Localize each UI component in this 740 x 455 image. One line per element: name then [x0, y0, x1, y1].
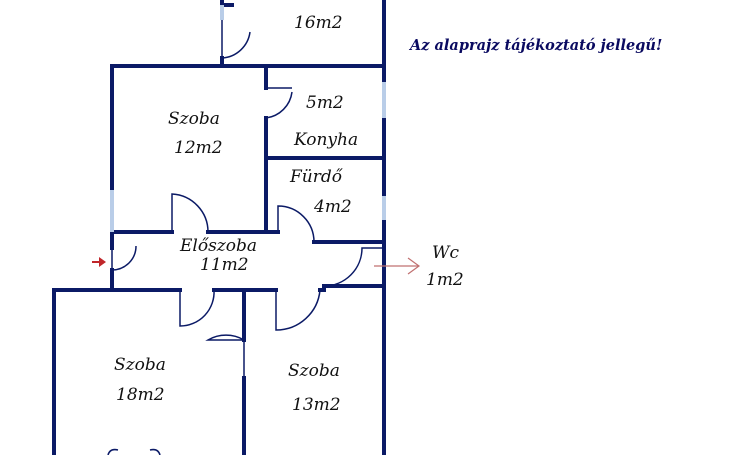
wc-name: Wc: [432, 243, 459, 263]
wc-arrow: [374, 257, 421, 275]
wc-arrow-head: [407, 257, 421, 275]
wc-area: 1m2: [426, 270, 464, 290]
door-swing: [265, 87, 293, 119]
kitchen-name: Konyha: [293, 130, 358, 150]
walls: [52, 0, 386, 455]
door-swing: [107, 448, 161, 455]
door-swing: [111, 245, 137, 271]
top-room-area: 16m2: [294, 13, 343, 33]
disclaimer-note: Az alaprajz tájékoztató jellegű!: [408, 37, 662, 54]
door-swing: [205, 334, 245, 378]
windows: [110, 5, 386, 232]
door-swing: [275, 289, 321, 331]
room-large-name: Szoba: [114, 355, 166, 375]
hall-area: 11m2: [200, 255, 249, 275]
room-small-name: Szoba: [168, 109, 220, 129]
hall-name: Előszoba: [179, 236, 257, 256]
door-swing: [221, 20, 251, 59]
door-swing: [179, 289, 215, 327]
room-labels: 16m2 Az alaprajz tájékoztató jellegű! 5m…: [114, 13, 662, 415]
room-large-area: 18m2: [116, 385, 165, 405]
kitchen-area: 5m2: [306, 93, 344, 113]
doors: [107, 20, 384, 455]
bath-name: Fürdő: [289, 167, 343, 187]
door-swing: [171, 193, 209, 233]
door-swing: [277, 205, 315, 243]
room-mid-area: 13m2: [292, 395, 341, 415]
entrance-arrow: [92, 257, 106, 267]
room-small-area: 12m2: [174, 138, 223, 158]
door-swing: [323, 247, 384, 287]
bath-area: 4m2: [313, 197, 352, 217]
entrance-arrow-head: [99, 257, 106, 267]
room-mid-name: Szoba: [288, 361, 340, 381]
